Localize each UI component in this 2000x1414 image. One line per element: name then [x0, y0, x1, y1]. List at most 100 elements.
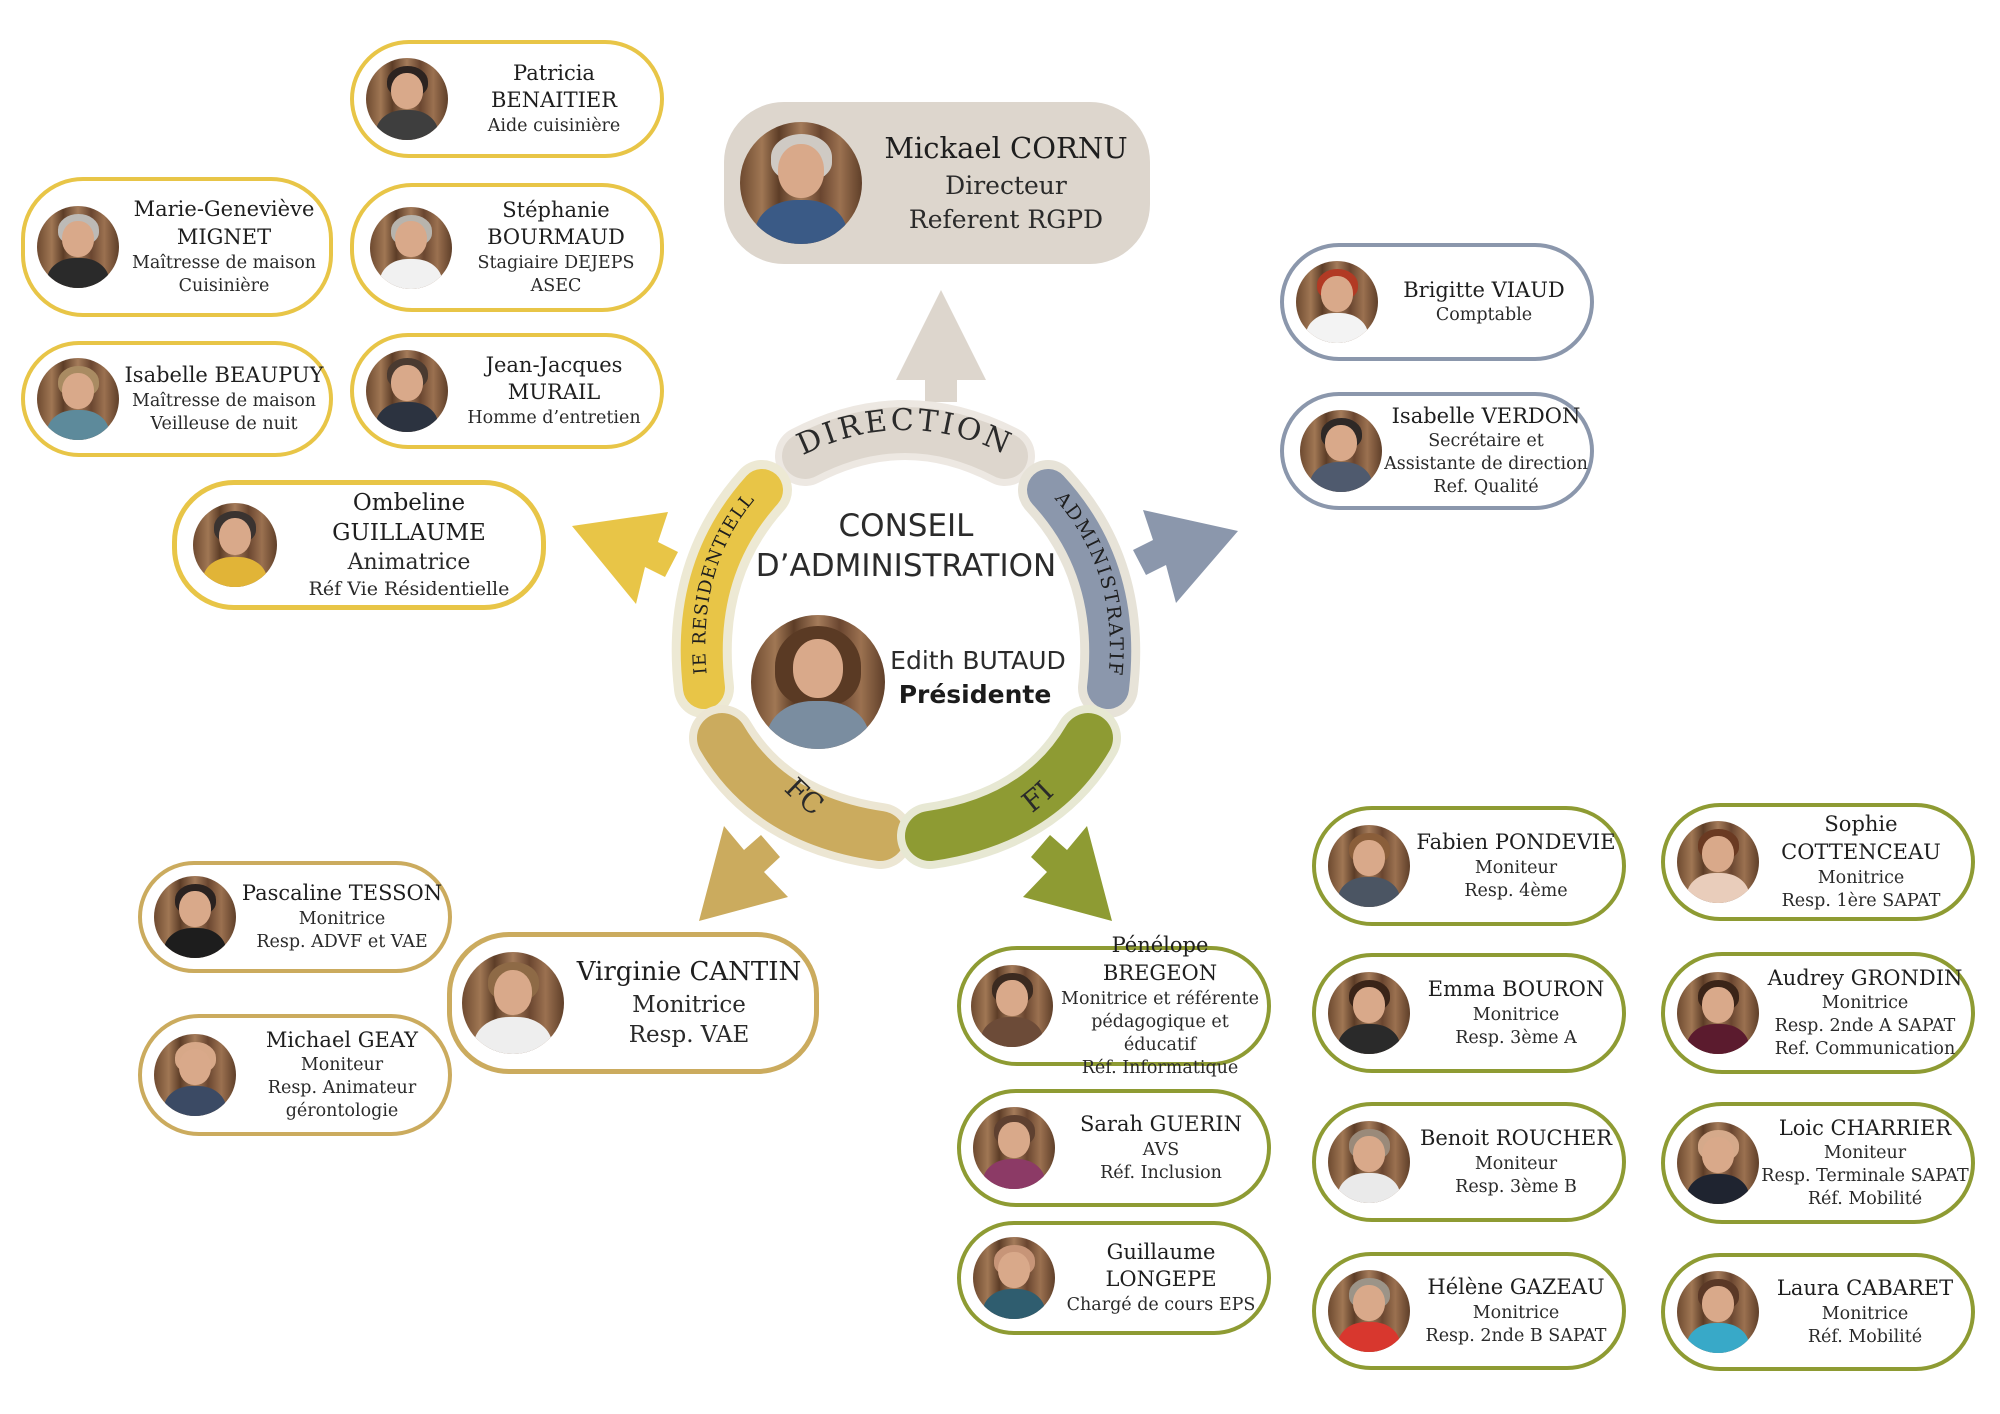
center-title-line1: CONSEIL	[839, 508, 975, 544]
staff-role: Resp. 1ère SAPAT	[1781, 890, 1941, 911]
staff-name: Loic CHARRIER	[1778, 1115, 1952, 1140]
staff-role: Monitrice	[1472, 1004, 1560, 1025]
card-staff[interactable]: Pénélope BREGEON Monitrice et référente …	[957, 933, 1271, 1078]
staff-name: Isabelle VERDON	[1391, 403, 1581, 428]
staff-name: Fabien PONDEVIE	[1416, 830, 1616, 855]
staff-role: Ref. Qualité	[1433, 477, 1539, 498]
staff-name: Brigitte VIAUD	[1403, 277, 1565, 302]
staff-role: Réf. Mobilité	[1807, 1326, 1923, 1347]
staff-photo	[1677, 821, 1759, 903]
card-lead-vie-residentielle[interactable]: Ombeline GUILLAUME Animatrice Réf Vie Ré…	[172, 480, 546, 610]
staff-name: Stéphanie BOURMAUD	[487, 197, 625, 250]
president-name: Edith BUTAUD	[890, 646, 1066, 675]
director-name: Mickael CORNU	[884, 131, 1128, 166]
staff-photo	[154, 876, 236, 958]
staff-role: Resp. 4ème	[1464, 880, 1568, 901]
arrow-up-direction	[896, 290, 986, 402]
staff-photo	[971, 965, 1053, 1047]
staff-role: Moniteur	[1474, 857, 1558, 878]
president-role: Présidente	[899, 680, 1052, 709]
card-staff[interactable]: Brigitte VIAUD Comptable	[1280, 243, 1594, 361]
segment-vie-residentielle	[671, 460, 792, 718]
staff-name: Audrey GRONDIN	[1767, 965, 1963, 990]
card-staff[interactable]: Benoit ROUCHER Moniteur Resp. 3ème B	[1312, 1102, 1626, 1222]
card-staff[interactable]: Jean-Jacques MURAIL Homme d’entretien	[350, 333, 664, 449]
card-staff[interactable]: Patricia BENAITIER Aide cuisinière	[350, 40, 664, 158]
staff-name: Sarah GUERIN	[1080, 1112, 1242, 1137]
staff-photo	[366, 58, 448, 140]
staff-name: Ombeline GUILLAUME	[332, 489, 486, 546]
card-staff[interactable]: Audrey GRONDIN Monitrice Resp. 2nde A SA…	[1661, 952, 1975, 1074]
staff-role: pédagogique et éducatif	[1091, 1011, 1229, 1055]
card-staff[interactable]: Loic CHARRIER Moniteur Resp. Terminale S…	[1661, 1102, 1975, 1224]
card-staff[interactable]: Laura CABARET Monitrice Réf. Mobilité	[1661, 1253, 1975, 1371]
staff-name: Pénélope BREGEON	[1102, 933, 1218, 985]
card-staff[interactable]: Sarah GUERIN AVS Réf. Inclusion	[957, 1089, 1271, 1207]
card-staff[interactable]: Sophie COTTENCEAU Monitrice Resp. 1ère S…	[1661, 803, 1975, 921]
staff-photo	[366, 350, 448, 432]
staff-photo	[37, 358, 119, 440]
staff-name: Hélène GAZEAU	[1427, 1275, 1605, 1300]
staff-role: Resp. ADVF et VAE	[256, 931, 428, 952]
staff-photo	[1296, 261, 1378, 343]
staff-role: Secrétaire et	[1428, 431, 1544, 452]
staff-role: Réf Vie Résidentielle	[308, 578, 510, 601]
staff-role: Stagiaire DEJEPS ASEC	[477, 253, 635, 297]
card-staff[interactable]: Guillaume LONGEPE Chargé de cours EPS	[957, 1221, 1271, 1335]
staff-role: Assistante de direction	[1384, 454, 1588, 475]
staff-name: Virginie CANTIN	[576, 957, 802, 988]
staff-role: Chargé de cours EPS	[1066, 1295, 1256, 1316]
staff-role: Monitrice	[1821, 1303, 1909, 1324]
staff-role: Moniteur	[1474, 1153, 1558, 1174]
card-staff[interactable]: Pascaline TESSON Monitrice Resp. ADVF et…	[138, 861, 452, 973]
staff-photo	[973, 1107, 1055, 1189]
card-staff[interactable]: Emma BOURON Monitrice Resp. 3ème A	[1312, 953, 1626, 1073]
card-staff[interactable]: Fabien PONDEVIE Moniteur Resp. 4ème	[1312, 806, 1626, 926]
staff-name: Benoit ROUCHER	[1419, 1126, 1613, 1151]
staff-role: Moniteur	[1823, 1143, 1907, 1164]
staff-photo	[154, 1034, 236, 1116]
segment-fc	[689, 705, 913, 869]
staff-role: Monitrice	[298, 908, 386, 929]
arrow-down-fc	[699, 826, 788, 921]
director-role: Referent RGPD	[908, 204, 1104, 234]
arrow-left-vie-residentielle	[572, 512, 678, 604]
staff-role: Monitrice	[1821, 993, 1909, 1014]
card-staff[interactable]: Michael GEAY Moniteur Resp. Animateur gé…	[138, 1014, 452, 1136]
staff-role: Monitrice	[632, 991, 746, 1018]
staff-role: Maîtresse de maison	[131, 390, 317, 411]
staff-photo	[462, 952, 564, 1054]
staff-role: Veilleuse de nuit	[150, 413, 298, 434]
staff-name: Guillaume LONGEPE	[1105, 1239, 1217, 1292]
staff-role: Moniteur	[300, 1055, 384, 1076]
card-director[interactable]: Mickael CORNU Directeur Referent RGPD	[724, 102, 1150, 264]
segment-fi	[897, 705, 1121, 869]
director-photo	[740, 122, 862, 244]
staff-photo	[1677, 972, 1759, 1054]
staff-role: Animatrice	[347, 550, 471, 576]
card-lead-fc[interactable]: Virginie CANTIN Monitrice Resp. VAE	[447, 932, 819, 1074]
staff-role: Resp. 3ème A	[1455, 1027, 1577, 1048]
staff-photo	[1677, 1122, 1759, 1204]
card-staff[interactable]: Marie-Geneviève MIGNET Maîtresse de mais…	[21, 177, 333, 317]
card-staff[interactable]: Hélène GAZEAU Monitrice Resp. 2nde B SAP…	[1312, 1252, 1626, 1370]
staff-name: Isabelle BEAUPUY	[124, 363, 324, 388]
card-staff[interactable]: Stéphanie BOURMAUD Stagiaire DEJEPS ASEC	[350, 183, 664, 312]
staff-role: Réf. Mobilité	[1807, 1189, 1923, 1210]
president-photo	[748, 612, 888, 752]
staff-photo	[1300, 410, 1382, 492]
director-role: Directeur	[945, 170, 1067, 200]
staff-role: Cuisinière	[178, 275, 270, 296]
staff-role: Resp. 3ème B	[1455, 1176, 1577, 1197]
staff-role: gérontologie	[285, 1101, 399, 1122]
staff-name: Pascaline TESSON	[241, 881, 443, 906]
card-staff[interactable]: Isabelle VERDON Secrétaire et Assistante…	[1280, 392, 1594, 510]
card-staff[interactable]: Isabelle BEAUPUY Maîtresse de maison Vei…	[21, 341, 333, 457]
staff-role: Maîtresse de maison	[131, 252, 317, 273]
segment-administratif	[1018, 460, 1141, 718]
staff-role: Homme d’entretien	[467, 407, 641, 428]
staff-role: Aide cuisinière	[487, 116, 621, 137]
staff-name: Sophie COTTENCEAU	[1781, 812, 1941, 864]
staff-role: Réf. Informatique	[1081, 1057, 1239, 1078]
staff-photo	[37, 206, 119, 288]
